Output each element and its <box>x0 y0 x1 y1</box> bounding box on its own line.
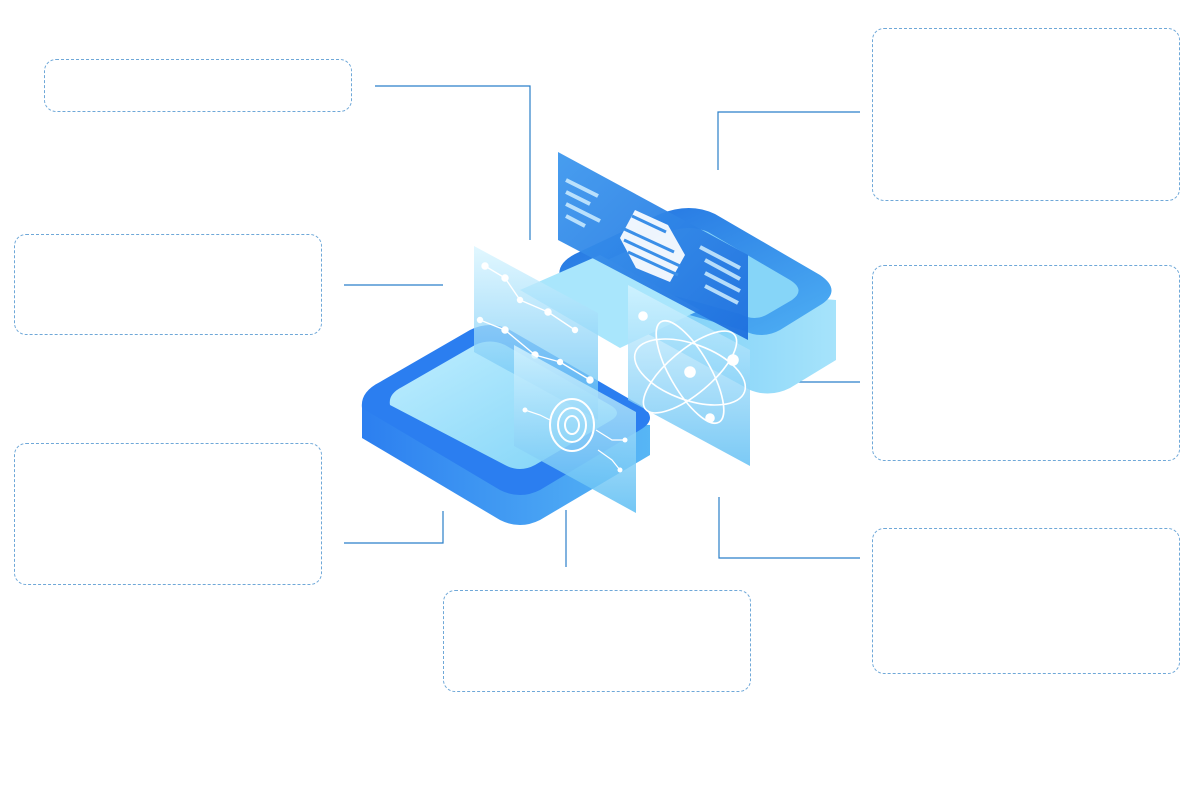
panel-fingerprint <box>514 345 636 513</box>
callout-bottom-right <box>872 528 1180 674</box>
network-graph-icon <box>476 262 594 384</box>
data-bars-icon <box>565 178 741 305</box>
callout-top-right <box>872 28 1180 201</box>
callout-top-left <box>44 59 352 112</box>
connector-top-right <box>717 111 860 170</box>
callout-mid-right <box>872 265 1180 461</box>
fingerprint-icon <box>522 398 628 473</box>
connector-lines <box>344 85 860 567</box>
connector-bottom-left <box>344 511 444 544</box>
callout-mid-left <box>14 234 322 335</box>
hexagon-stripes-icon <box>620 210 685 282</box>
connector-bottom-right <box>718 497 860 559</box>
callout-bottom-center <box>443 590 751 692</box>
atom-icon <box>633 311 747 425</box>
panel-atom <box>628 285 750 466</box>
panel-data-bars <box>558 152 748 340</box>
callout-bottom-left <box>14 443 322 585</box>
connector-top-left <box>375 85 531 240</box>
